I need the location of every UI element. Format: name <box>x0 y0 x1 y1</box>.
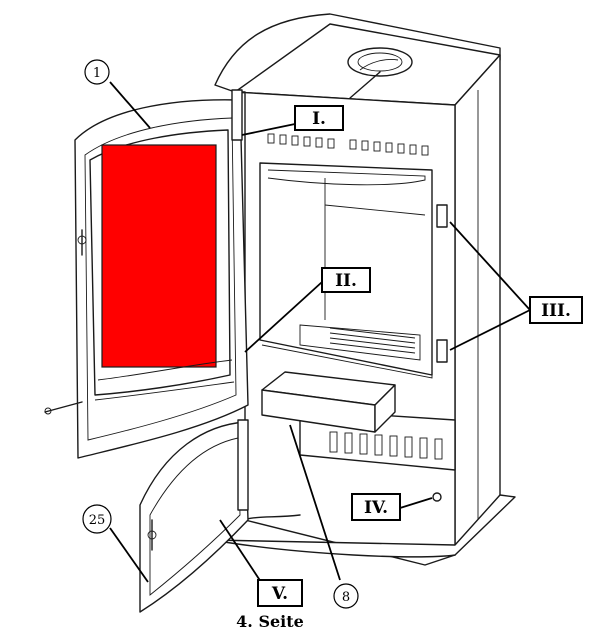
vent-slots <box>267 133 429 156</box>
svg-text:8: 8 <box>342 590 350 605</box>
callout-8: 8 <box>333 583 359 609</box>
callout-1: 1 <box>84 59 110 85</box>
svg-text:V.: V. <box>271 584 288 604</box>
svg-text:1: 1 <box>93 66 101 81</box>
hinge-upper <box>436 204 448 228</box>
lower-vent-slots <box>329 431 443 460</box>
ash-drawer <box>261 371 396 433</box>
upper-door <box>44 89 249 459</box>
svg-text:III.: III. <box>541 301 571 321</box>
stove-body <box>211 13 516 566</box>
figure-caption: 4. Seite <box>236 612 304 631</box>
svg-text:I.: I. <box>312 109 326 129</box>
door-handle <box>44 229 87 415</box>
callout-iii: III. <box>529 296 583 324</box>
door-glass <box>101 144 217 368</box>
callout-iv: IV. <box>351 493 401 521</box>
leader-lines <box>109 81 531 586</box>
svg-text:II.: II. <box>335 271 357 291</box>
callout-ii: II. <box>321 267 371 293</box>
callout-v: V. <box>257 579 303 607</box>
air-control-knob <box>432 492 442 502</box>
callout-25: 25 <box>82 504 112 534</box>
svg-text:IV.: IV. <box>364 498 388 518</box>
door-hinge <box>231 89 243 141</box>
grate <box>299 324 421 361</box>
lower-door <box>139 419 249 613</box>
svg-text:25: 25 <box>89 513 106 528</box>
callout-i: I. <box>294 105 344 131</box>
hinge-lower <box>436 339 448 363</box>
